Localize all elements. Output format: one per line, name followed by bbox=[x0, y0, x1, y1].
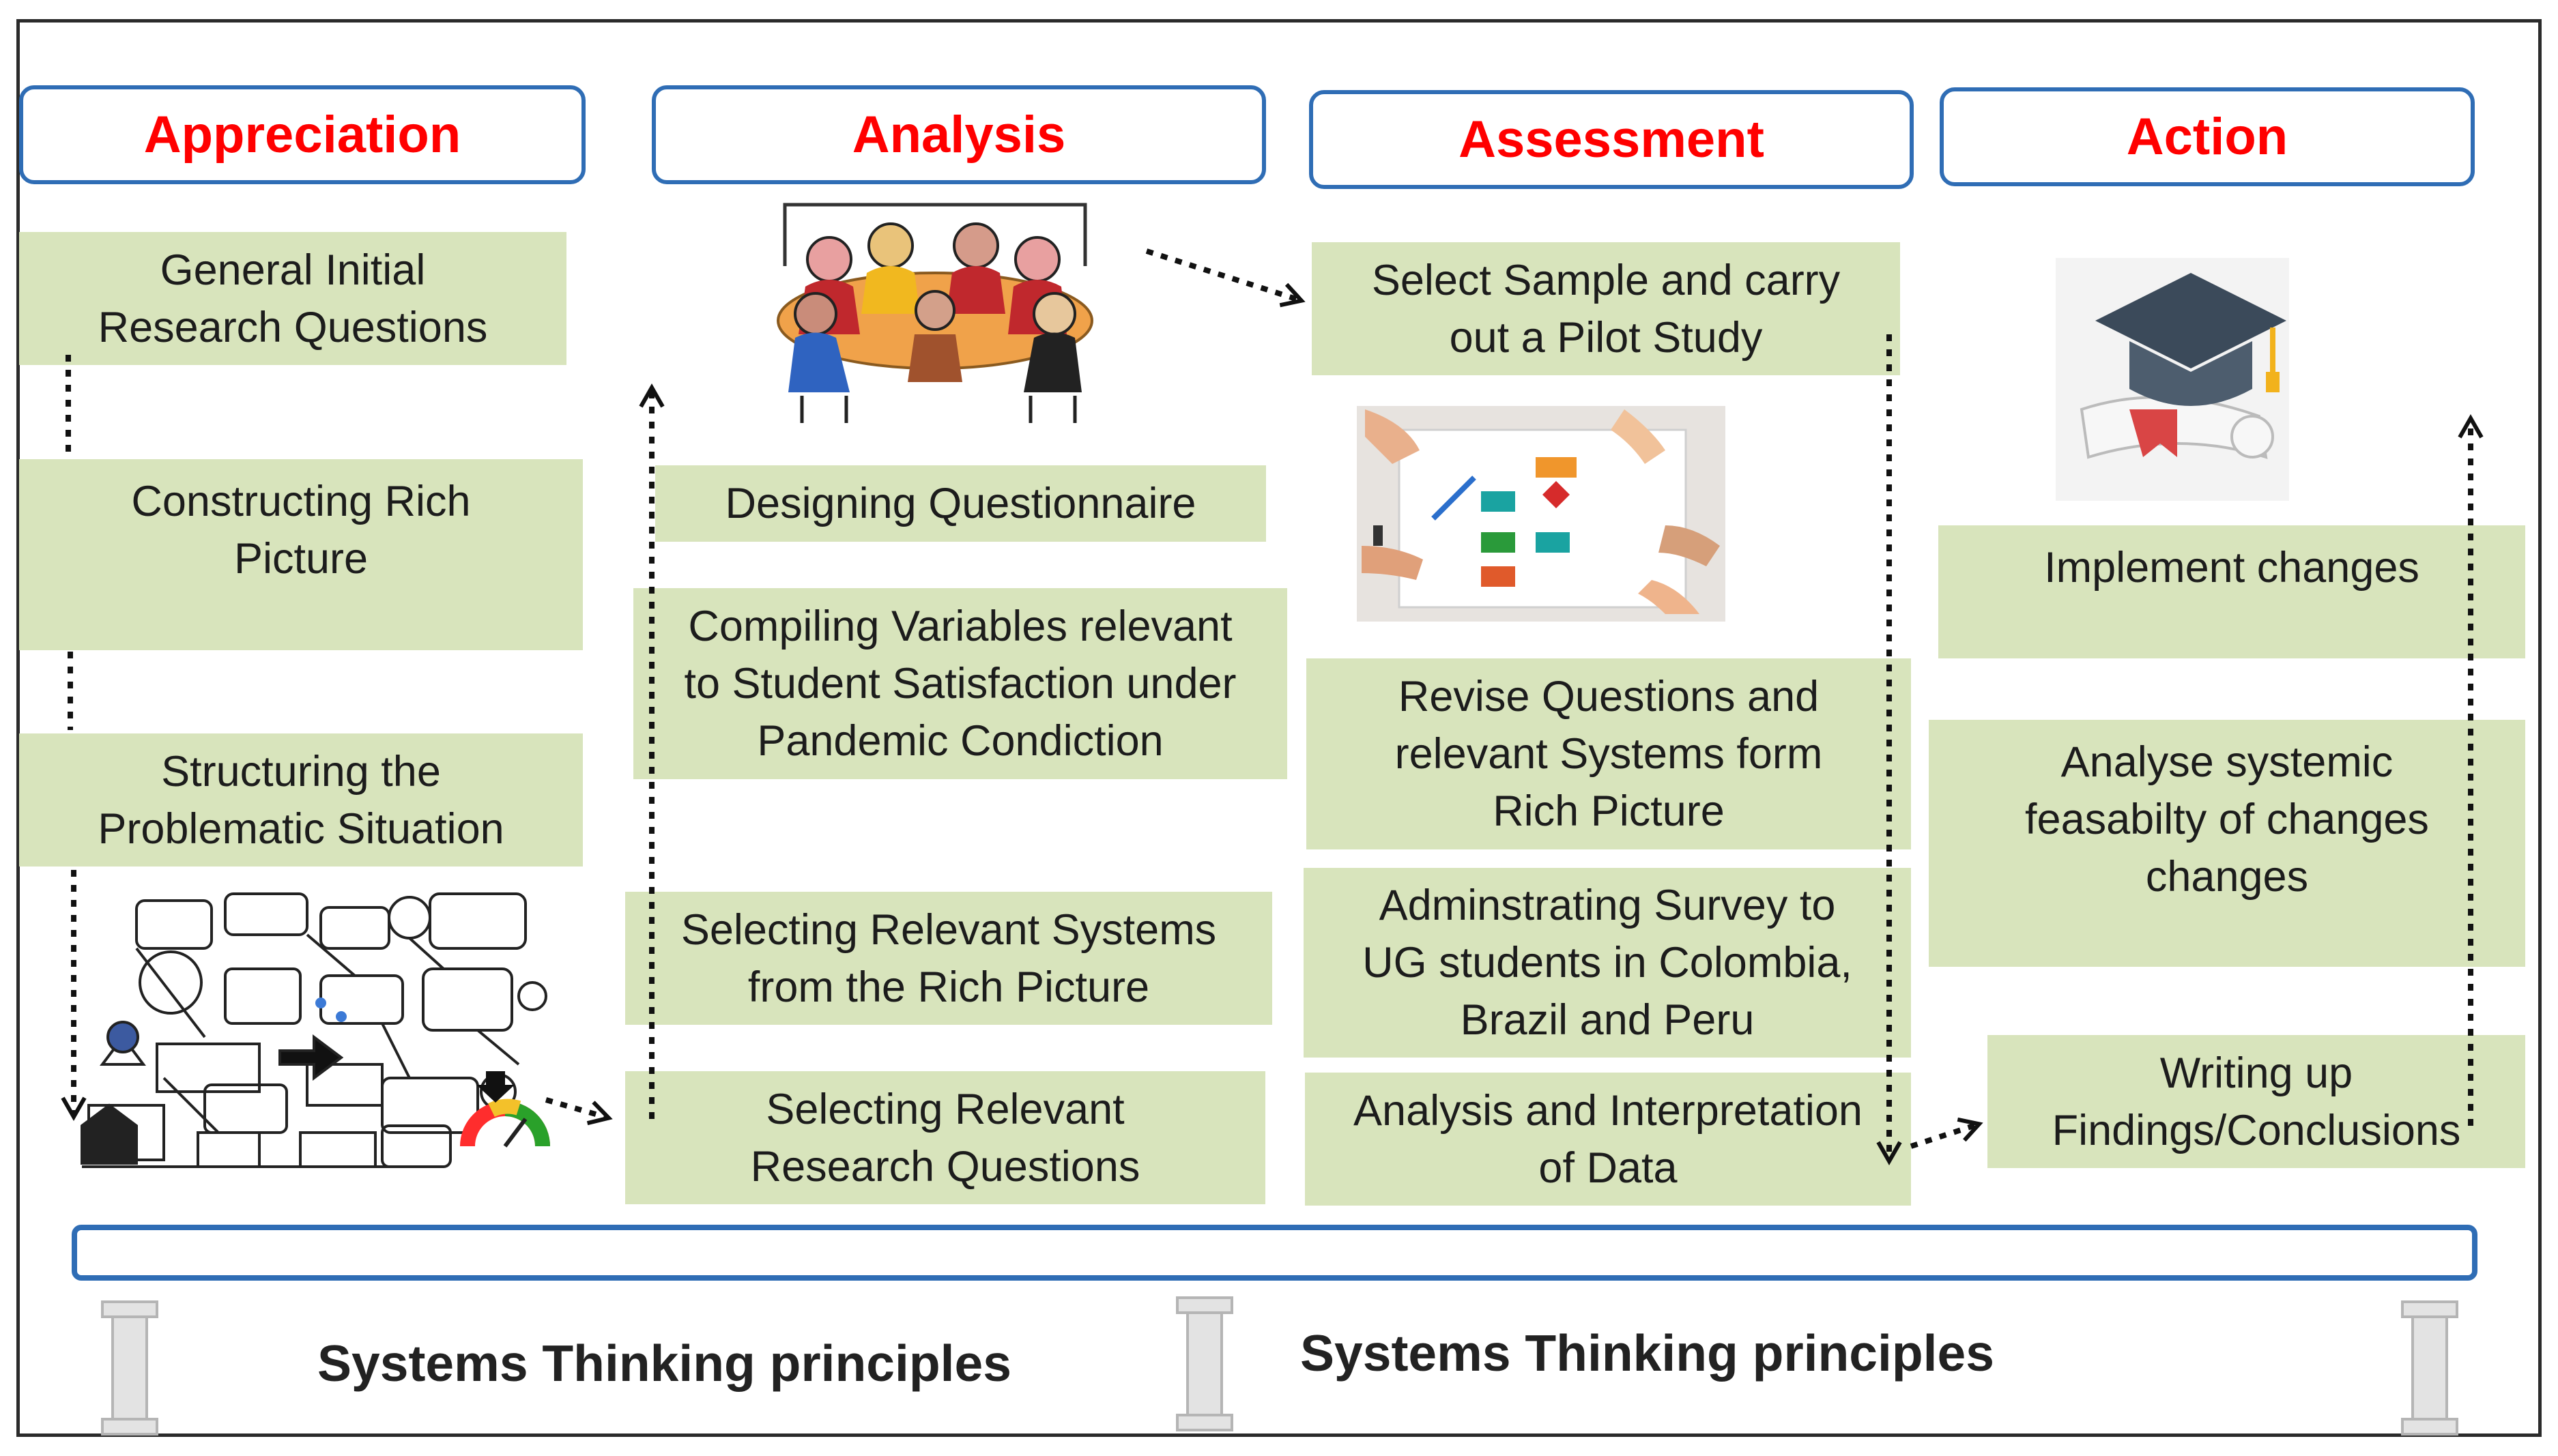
step-writing-up-findings: Writing up Findings/Conclusions bbox=[1987, 1035, 2525, 1168]
step-text: Revise Questions and relevant Systems fo… bbox=[1394, 673, 1823, 835]
pillar-icon bbox=[101, 1296, 2458, 1436]
step-administrating-survey: Adminstrating Survey to UG students in C… bbox=[1304, 868, 1911, 1058]
meeting-people-icon bbox=[777, 203, 1093, 423]
step-text: Constructing Rich Picture bbox=[131, 478, 471, 583]
step-compiling-variables: Compiling Variables relevant to Student … bbox=[633, 588, 1287, 779]
step-text: Analysis and Interpretation of Data bbox=[1353, 1086, 1863, 1192]
step-text: Structuring the Problematic Situation bbox=[98, 747, 504, 853]
header-assessment-label: Assessment bbox=[1458, 111, 1764, 169]
header-action: Action bbox=[1940, 87, 2475, 186]
foundation-bar bbox=[72, 1225, 2477, 1281]
graduation-cap-diploma-icon bbox=[2056, 258, 2289, 501]
step-text: Analyse systemic feasabilty of changes c… bbox=[2025, 738, 2429, 901]
gauge-icon bbox=[460, 1071, 550, 1148]
step-selecting-relevant-systems: Selecting Relevant Systems from the Rich… bbox=[625, 892, 1272, 1025]
step-revise-questions: Revise Questions and relevant Systems fo… bbox=[1306, 658, 1911, 849]
step-designing-questionnaire: Designing Questionnaire bbox=[655, 465, 1266, 542]
footer-label-right: Systems Thinking principles bbox=[1300, 1324, 1994, 1382]
header-analysis-label: Analysis bbox=[852, 106, 1066, 164]
rich-picture-sketch-icon bbox=[81, 892, 547, 1168]
step-text: Compiling Variables relevant to Student … bbox=[684, 602, 1237, 765]
step-text: Designing Questionnaire bbox=[725, 480, 1196, 527]
flow-arrows bbox=[61, 248, 2484, 1166]
step-analysis-interpretation: Analysis and Interpretation of Data bbox=[1305, 1073, 1911, 1206]
step-text: Selecting Relevant Research Questions bbox=[750, 1085, 1140, 1191]
header-assessment: Assessment bbox=[1309, 90, 1914, 189]
step-text: Implement changes bbox=[2044, 544, 2419, 592]
arrow-to-analysis bbox=[545, 1097, 613, 1126]
header-appreciation: Appreciation bbox=[19, 85, 586, 184]
header-action-label: Action bbox=[2126, 108, 2288, 166]
step-constructing-rich-picture: Constructing Rich Picture bbox=[19, 459, 583, 650]
step-text: Writing up Findings/Conclusions bbox=[2052, 1049, 2461, 1154]
step-analyse-feasibility: Analyse systemic feasabilty of changes c… bbox=[1929, 720, 2525, 967]
step-implement-changes: Implement changes bbox=[1938, 525, 2525, 658]
step-select-sample-pilot: Select Sample and carry out a Pilot Stud… bbox=[1312, 242, 1900, 375]
step-selecting-research-questions: Selecting Relevant Research Questions bbox=[625, 1071, 1265, 1204]
flowchart-hands-icon bbox=[1357, 406, 1725, 622]
step-structuring-problematic-situation: Structuring the Problematic Situation bbox=[19, 733, 583, 867]
step-text: General Initial Research Questions bbox=[98, 246, 488, 351]
step-text: Adminstrating Survey to UG students in C… bbox=[1362, 882, 1852, 1044]
step-initial-research-questions: General Initial Research Questions bbox=[19, 232, 566, 365]
footer-label-left: Systems Thinking principles bbox=[317, 1335, 1011, 1392]
arrow-to-assessment bbox=[1145, 248, 1306, 308]
step-text: Selecting Relevant Systems from the Rich… bbox=[680, 905, 1217, 1011]
header-appreciation-label: Appreciation bbox=[143, 106, 461, 164]
header-analysis: Analysis bbox=[652, 85, 1266, 184]
step-text: Select Sample and carry out a Pilot Stud… bbox=[1371, 256, 1841, 362]
arrow-to-action bbox=[1910, 1117, 1983, 1149]
